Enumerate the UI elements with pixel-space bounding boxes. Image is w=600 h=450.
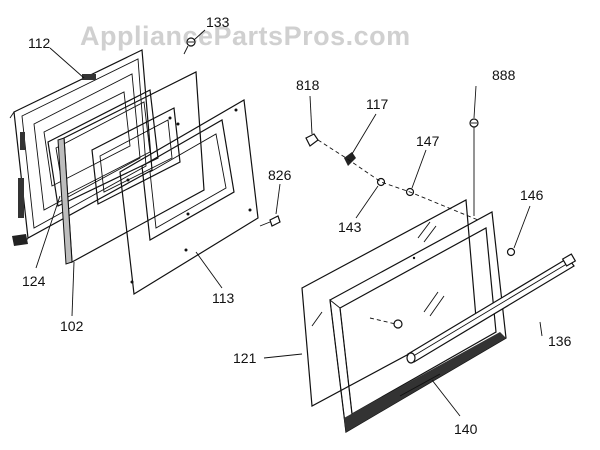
part-133-screw <box>183 37 196 55</box>
watermark-text: AppliancePartsPros.com <box>80 21 411 51</box>
part-117-clip <box>344 152 356 166</box>
assembly-axis-line-2 <box>369 317 401 326</box>
part-143-washer <box>376 177 386 187</box>
assembly-axis-line <box>317 139 479 221</box>
label-147: 147 <box>416 133 440 149</box>
part-136-handle <box>406 253 577 364</box>
part-826-screw <box>259 215 281 227</box>
part-888-screw <box>469 118 479 216</box>
label-124: 124 <box>22 273 46 289</box>
label-888: 888 <box>492 67 516 83</box>
label-140: 140 <box>454 421 478 437</box>
part-818-screw <box>305 133 319 147</box>
part-146-washer <box>506 247 516 257</box>
label-113: 113 <box>212 290 235 306</box>
label-117: 117 <box>366 96 389 112</box>
label-146: 146 <box>520 187 544 203</box>
label-133: 133 <box>206 14 230 30</box>
leader-lines <box>35 29 543 417</box>
label-826: 826 <box>268 167 292 183</box>
label-136: 136 <box>548 333 572 349</box>
part-140-outer-frame <box>329 211 507 433</box>
label-102: 102 <box>60 318 84 334</box>
label-143: 143 <box>338 219 362 235</box>
label-121: 121 <box>233 350 257 366</box>
part-121-glass <box>301 199 477 407</box>
part-102-inner-panel <box>57 71 205 265</box>
part-113-door-liner <box>119 99 259 296</box>
part-112-inner-frame <box>9 49 153 246</box>
label-818: 818 <box>296 77 320 93</box>
label-112: 112 <box>28 35 51 51</box>
